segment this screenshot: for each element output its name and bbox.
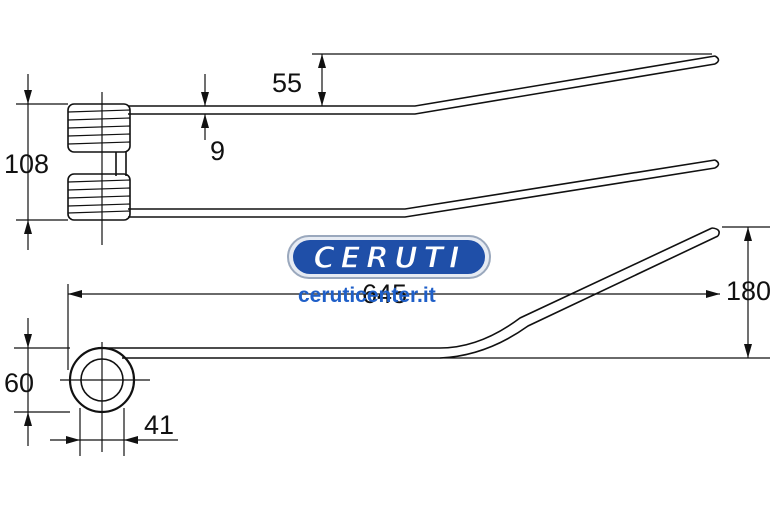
upper-tine-tip (714, 55, 720, 65)
dimension-180: 180 (440, 226, 771, 359)
coil-connector (115, 152, 127, 176)
dimension-55: 55 (272, 53, 712, 106)
dimension-108: 108 (4, 74, 68, 250)
lower-tine-tip (714, 159, 720, 169)
upper-coil (67, 103, 131, 153)
lower-tine-arm (128, 159, 716, 218)
dimension-41: 41 (50, 408, 178, 456)
dimension-108-label: 108 (4, 149, 49, 179)
dimension-41-label: 41 (144, 410, 174, 440)
upper-tine-arm (128, 55, 716, 115)
dimension-180-label: 180 (726, 276, 771, 306)
side-view: 645 180 60 41 (4, 226, 771, 456)
dimension-645-label: 645 (362, 279, 407, 309)
lower-coil (67, 173, 131, 221)
ceruti-logo: CERUTI (287, 235, 491, 279)
ceruticenter-url: ceruticenter.it (298, 284, 436, 307)
top-view: 108 9 55 (4, 53, 720, 250)
ceruti-logo-text: CERUTI (313, 241, 465, 276)
dimension-55-label: 55 (272, 68, 302, 98)
dimension-60: 60 (4, 318, 70, 446)
dimension-9: 9 (201, 74, 225, 166)
side-tine-tip (711, 227, 720, 237)
dimension-60-label: 60 (4, 368, 34, 398)
dimension-645: 645 (67, 279, 720, 370)
dimension-9-label: 9 (210, 136, 225, 166)
